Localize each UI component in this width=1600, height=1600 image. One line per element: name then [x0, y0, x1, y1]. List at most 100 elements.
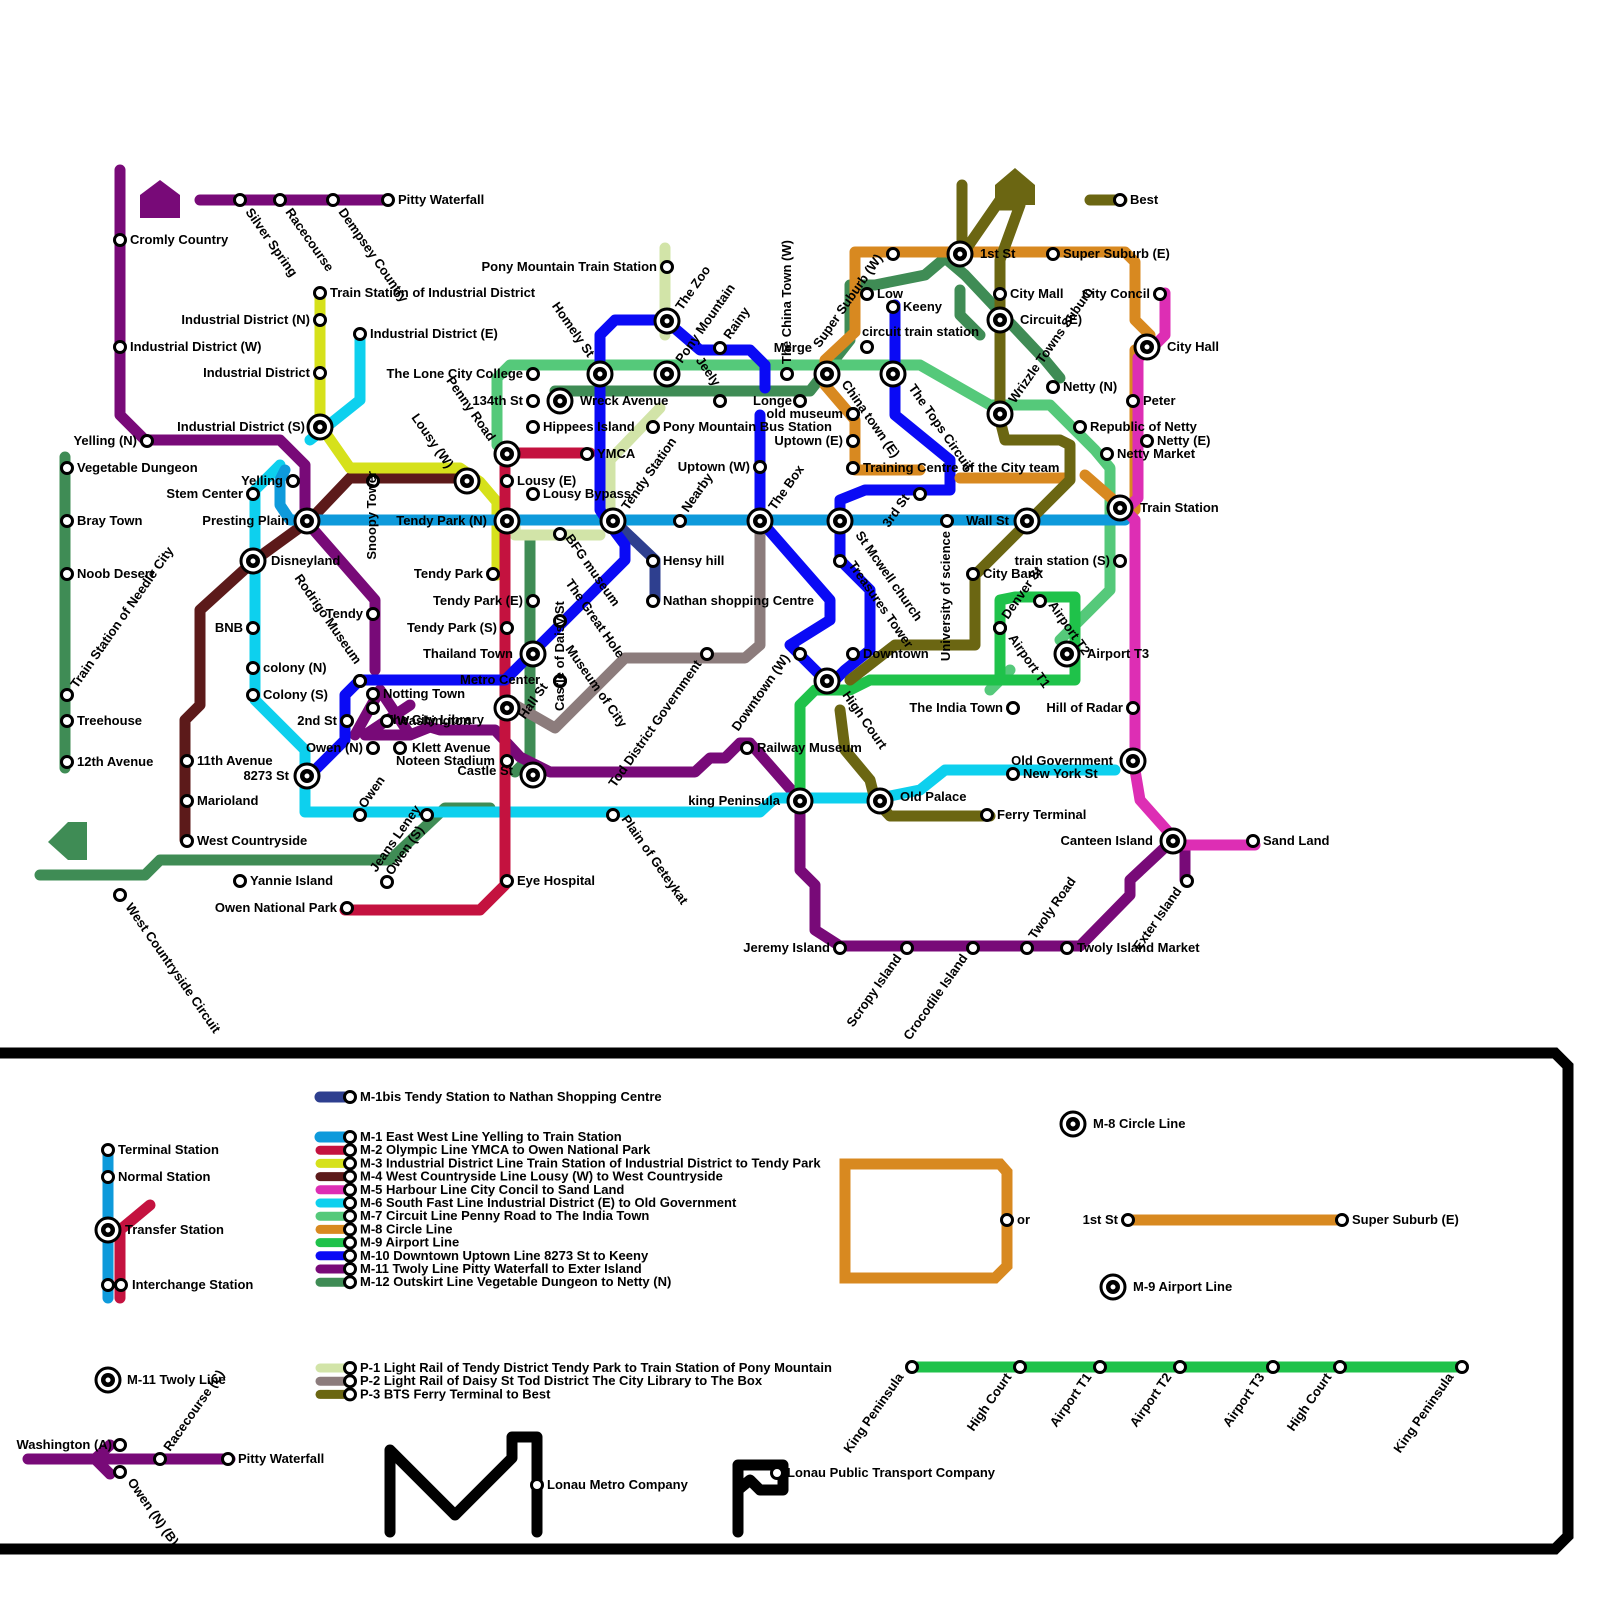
- legend-m9-transfer-marker[interactable]: [1101, 1275, 1125, 1299]
- station-sand-land-marker[interactable]: [1248, 836, 1259, 847]
- legend-m9-stop-3-marker[interactable]: [1175, 1362, 1186, 1373]
- legend-interchange-a-marker[interactable]: [103, 1280, 114, 1291]
- station-downtown-marker[interactable]: [848, 649, 859, 660]
- legend-transport-company-marker[interactable]: [772, 1468, 783, 1479]
- station-yelling-marker[interactable]: [288, 476, 299, 487]
- station-vegetable-dungeon-marker[interactable]: [62, 463, 73, 474]
- station-owen-marker[interactable]: [355, 810, 366, 821]
- station-airport-t2-marker[interactable]: [1035, 596, 1046, 607]
- station-city-bank-marker[interactable]: [968, 569, 979, 580]
- station-owen-n-marker[interactable]: [368, 743, 379, 754]
- legend-m11-washington-marker[interactable]: [115, 1440, 126, 1451]
- station-colony-n-marker[interactable]: [248, 663, 259, 674]
- station-train-station-marker[interactable]: [1108, 496, 1132, 520]
- station-disneyland-marker[interactable]: [241, 549, 265, 573]
- station-lousy-w-marker[interactable]: [455, 469, 479, 493]
- station-circuit-e-marker[interactable]: [988, 308, 1012, 332]
- station-new-york-st-marker[interactable]: [1008, 769, 1019, 780]
- station-pony-mountain-train-station-marker[interactable]: [662, 262, 673, 273]
- legend-m11-marker[interactable]: [345, 1264, 356, 1275]
- legend-m9-stop-6-marker[interactable]: [1457, 1362, 1468, 1373]
- station-eleventh-avenue-marker[interactable]: [182, 756, 193, 767]
- station-high-court-marker[interactable]: [815, 669, 839, 693]
- station-best-marker[interactable]: [1115, 195, 1126, 206]
- station-owen-s-marker[interactable]: [382, 877, 393, 888]
- legend-m8-circle-marker[interactable]: [1061, 1112, 1085, 1136]
- station-noob-desert-marker[interactable]: [62, 569, 73, 580]
- station-city-concil-marker[interactable]: [1155, 289, 1166, 300]
- station-tendy-marker[interactable]: [368, 609, 379, 620]
- station-tendy-park-n-marker[interactable]: [495, 509, 519, 533]
- station-wall-st-marker[interactable]: [1015, 509, 1039, 533]
- station-uptown-w-marker[interactable]: [755, 462, 766, 473]
- station-hill-of-radar-marker[interactable]: [1128, 703, 1139, 714]
- station-wreck-avenue-marker[interactable]: [548, 389, 572, 413]
- station-peter-marker[interactable]: [1128, 396, 1139, 407]
- station-one-thirty-fourth-st-marker[interactable]: [528, 396, 539, 407]
- station-presting-plain-marker[interactable]: [295, 509, 319, 533]
- station-uptown-e-marker[interactable]: [848, 436, 859, 447]
- station-jeremy-island-marker[interactable]: [835, 943, 846, 954]
- legend-metro-company-marker[interactable]: [532, 1480, 543, 1491]
- station-tendy-station-marker[interactable]: [601, 509, 625, 533]
- station-airport-t1-marker[interactable]: [995, 623, 1006, 634]
- legend-transfer-marker[interactable]: [96, 1218, 120, 1242]
- legend-m11-transfer-marker[interactable]: [96, 1368, 120, 1392]
- station-super-suburb-w-marker[interactable]: [888, 249, 899, 260]
- station-crocodile-island-marker[interactable]: [968, 943, 979, 954]
- station-bray-town-marker[interactable]: [62, 516, 73, 527]
- legend-m7-marker[interactable]: [345, 1211, 356, 1222]
- station-twelfth-avenue-marker[interactable]: [62, 757, 73, 768]
- station-the-city-library-marker[interactable]: [368, 703, 379, 714]
- station-scropy-island-marker[interactable]: [902, 943, 913, 954]
- station-pony-mountain-bus-station-marker[interactable]: [648, 422, 659, 433]
- legend-terminal-marker[interactable]: [103, 1145, 114, 1156]
- legend-m9-marker[interactable]: [345, 1237, 356, 1248]
- station-exter-island-marker[interactable]: [1182, 876, 1193, 887]
- station-hippees-island-marker[interactable]: [528, 422, 539, 433]
- station-cromly-country-marker[interactable]: [115, 235, 126, 246]
- station-netty-e-marker[interactable]: [1142, 436, 1153, 447]
- legend-m11-racecourse-marker[interactable]: [155, 1454, 166, 1465]
- station-pony-mountain-marker[interactable]: [655, 362, 679, 386]
- station-thailand-town-marker[interactable]: [521, 642, 545, 666]
- station-marioland-marker[interactable]: [182, 796, 193, 807]
- station-tendy-park-s-marker[interactable]: [502, 623, 513, 634]
- legend-m12-marker[interactable]: [345, 1277, 356, 1288]
- station-downtown-w-marker[interactable]: [795, 649, 806, 660]
- station-train-station-needle-city-marker[interactable]: [62, 690, 73, 701]
- station-st-mcwell-church-marker[interactable]: [828, 509, 852, 533]
- station-second-st-marker[interactable]: [342, 716, 353, 727]
- station-low-marker[interactable]: [862, 289, 873, 300]
- station-klett-avenue-marker[interactable]: [395, 743, 406, 754]
- legend-m4-marker[interactable]: [345, 1171, 356, 1182]
- legend-m9-stop-4-marker[interactable]: [1268, 1362, 1279, 1373]
- station-industrial-district-n-marker[interactable]: [315, 315, 326, 326]
- station-city-mall-marker[interactable]: [995, 289, 1006, 300]
- station-university-of-science-marker[interactable]: [942, 516, 953, 527]
- legend-normal-marker[interactable]: [103, 1172, 114, 1183]
- station-silver-spring-marker[interactable]: [235, 195, 246, 206]
- legend-m9-stop-0-marker[interactable]: [907, 1362, 918, 1373]
- station-nathan-shopping-centre-marker[interactable]: [648, 596, 659, 607]
- station-twoly-island-market-marker[interactable]: [1062, 943, 1073, 954]
- station-the-tops-circuit-marker[interactable]: [881, 362, 905, 386]
- station-colony-s-marker[interactable]: [248, 690, 259, 701]
- station-lousy-e-marker[interactable]: [502, 476, 513, 487]
- legend-m8-marker[interactable]: [345, 1224, 356, 1235]
- legend-m11-pitty-marker[interactable]: [223, 1454, 234, 1465]
- station-super-suburb-e-marker[interactable]: [1048, 249, 1059, 260]
- station-republic-of-netty-marker[interactable]: [1075, 422, 1086, 433]
- station-stem-center-marker[interactable]: [248, 489, 259, 500]
- station-the-zoo-marker[interactable]: [655, 309, 679, 333]
- station-ymca-marker[interactable]: [582, 449, 593, 460]
- station-industrial-district-s-marker[interactable]: [308, 415, 332, 439]
- station-west-countryside-circuit-marker[interactable]: [115, 890, 126, 901]
- station-railway-museum-marker[interactable]: [742, 743, 753, 754]
- station-training-centre-marker[interactable]: [848, 463, 859, 474]
- station-wrizzle-towns-suburb-marker[interactable]: [988, 402, 1012, 426]
- legend-m10-marker[interactable]: [345, 1250, 356, 1261]
- legend-m8-or-marker[interactable]: [1002, 1215, 1013, 1226]
- station-washington-marker[interactable]: [382, 716, 393, 727]
- station-castle-st-marker[interactable]: [521, 763, 545, 787]
